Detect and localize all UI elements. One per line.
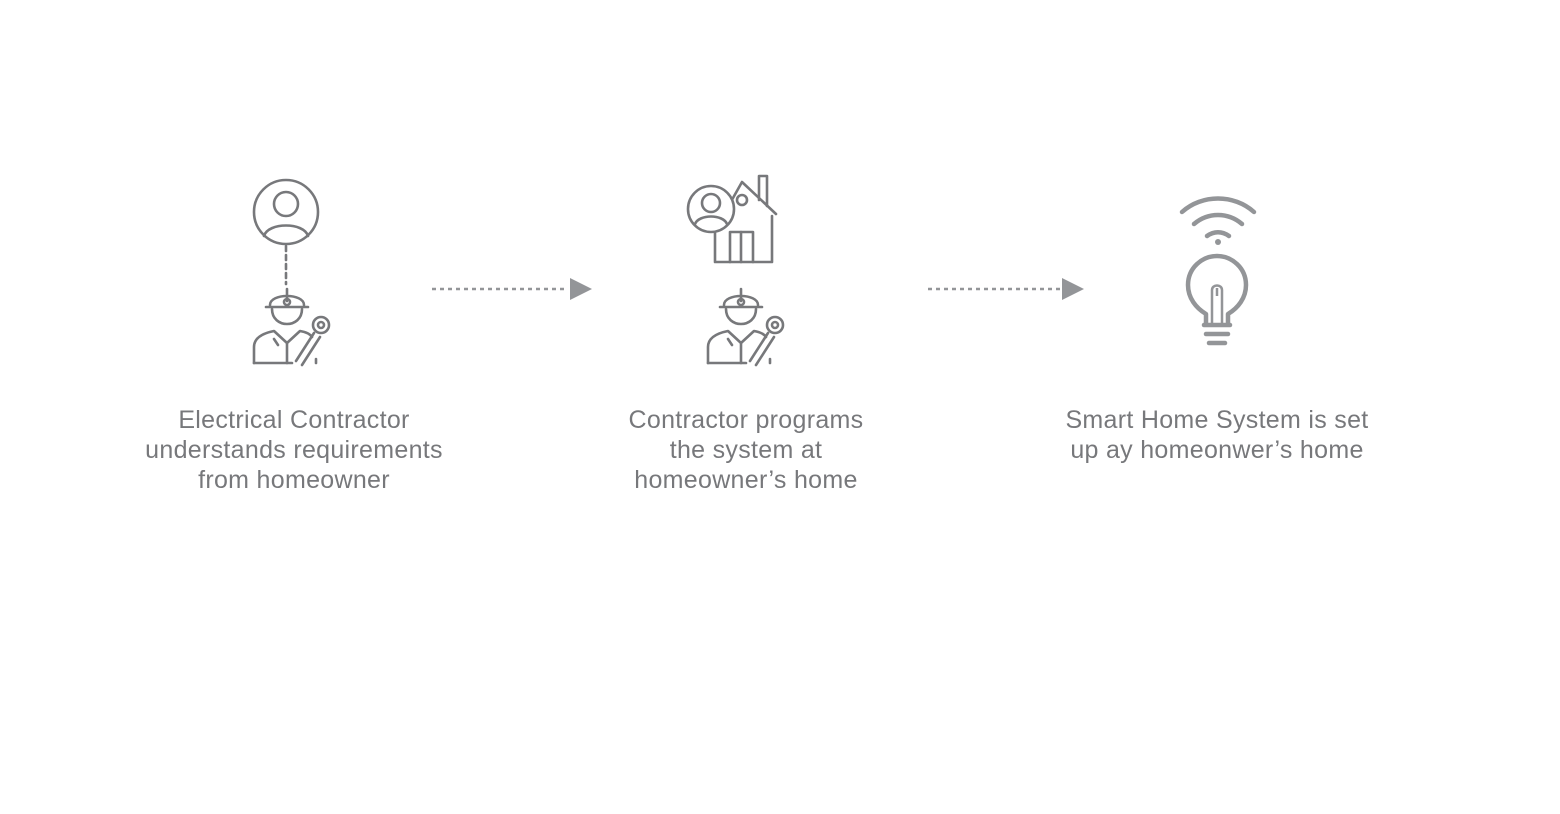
caption-line: Smart Home System is set	[1065, 406, 1369, 434]
homeowner-house-icon	[684, 170, 784, 270]
wifi-icon	[1172, 190, 1262, 250]
caption-line: understands requirements	[145, 436, 443, 464]
step-2-caption: Contractor programs the system at homeow…	[546, 405, 946, 495]
caption-line: from homeowner	[198, 466, 390, 494]
electrician-icon	[702, 283, 792, 368]
dashed-arrow-2	[926, 276, 1096, 307]
step-3-caption: Smart Home System is set up ay homeonwer…	[1017, 405, 1417, 465]
light-bulb-icon	[1182, 252, 1252, 352]
caption-line: Electrical Contractor	[178, 406, 410, 434]
homeowner-icon	[240, 170, 340, 370]
caption-line: the system at	[669, 436, 823, 464]
step-1-caption: Electrical Contractor understands requir…	[94, 405, 494, 495]
caption-line: homeowner’s home	[634, 466, 858, 494]
caption-line: Contractor programs	[628, 406, 864, 434]
electrician-icon	[248, 283, 338, 368]
caption-line: up ay homeonwer’s home	[1070, 436, 1364, 464]
dashed-arrow-1	[430, 276, 600, 307]
